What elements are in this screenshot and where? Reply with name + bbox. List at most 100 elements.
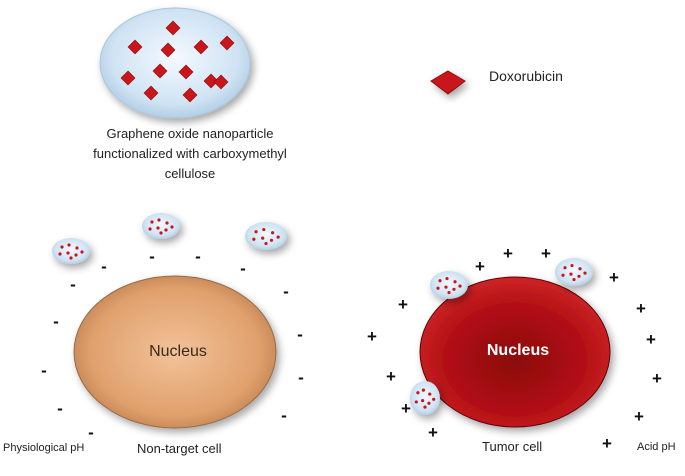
- doxorubicin-dot: [269, 238, 274, 242]
- doxorubicin-dot: [74, 253, 78, 257]
- doxorubicin-molecule: [143, 85, 159, 101]
- doxorubicin-dot: [414, 400, 418, 404]
- doxorubicin-dot: [452, 287, 456, 291]
- doxorubicin-dot: [67, 243, 71, 247]
- physiological-ph-label: Physiological pH: [3, 442, 85, 454]
- small-nanoparticle-body: [430, 271, 468, 299]
- positive-charge: +: [541, 244, 551, 263]
- doxorubicin-dot: [436, 286, 440, 290]
- negative-charge: -: [281, 406, 287, 425]
- doxorubicin-dot: [156, 226, 160, 230]
- small-nanoparticles: [52, 213, 593, 415]
- small-nanoparticle: [555, 258, 593, 286]
- positive-charge: +: [634, 407, 644, 426]
- positive-charge: +: [636, 299, 646, 318]
- legend: [430, 70, 466, 95]
- positive-charge: +: [609, 268, 619, 287]
- small-nanoparticle-body: [142, 213, 180, 239]
- doxorubicin-molecule: [182, 87, 198, 103]
- doxorubicin-dot: [148, 227, 152, 231]
- doxorubicin-dot: [444, 285, 448, 289]
- non-target-nucleus-label: Nucleus: [149, 343, 207, 360]
- tumor-nucleus-label: Nucleus: [486, 342, 550, 359]
- doxorubicin-dot: [276, 235, 280, 239]
- non-target-cell-label: Non-target cell: [137, 441, 222, 456]
- small-nanoparticle-body: [555, 258, 593, 286]
- doxorubicin-dot: [66, 251, 70, 255]
- positive-charge: +: [367, 327, 377, 346]
- doxorubicin-dot: [75, 246, 79, 250]
- doxorubicin-dot: [428, 392, 432, 396]
- positive-charge: +: [503, 244, 513, 263]
- doxorubicin-dot: [583, 271, 587, 275]
- positive-charge: +: [428, 423, 438, 442]
- small-nanoparticle: [245, 222, 287, 250]
- doxorubicin-dot: [432, 397, 436, 401]
- tumor-cell: [419, 276, 611, 428]
- positive-charge: +: [646, 330, 656, 349]
- doxorubicin-molecule: [213, 74, 229, 90]
- doxorubicin-molecule: [219, 35, 235, 51]
- small-nanoparticle: [142, 213, 180, 239]
- doxorubicin-dot: [453, 280, 457, 284]
- doxorubicin-legend-icon: [430, 70, 466, 95]
- doxorubicin-molecule: [203, 73, 219, 89]
- nanoparticle-caption-line-1: Graphene oxide nanoparticle: [106, 126, 274, 141]
- acid-ph-label: Acid pH: [637, 441, 676, 453]
- doxorubicin-dot: [252, 237, 256, 241]
- positive-charge: +: [401, 399, 411, 418]
- doxorubicin-dot: [572, 277, 576, 282]
- negative-charge: -: [88, 423, 94, 442]
- negative-charge: -: [297, 325, 303, 344]
- doxorubicin-dot: [423, 405, 427, 409]
- negative-charge: -: [240, 259, 246, 278]
- doxorubicin-dot: [80, 250, 84, 254]
- small-nanoparticle-body: [245, 222, 287, 250]
- doxorubicin-dot: [416, 391, 420, 395]
- nanoparticle-caption-line-2: functionalized with carboxymethyl: [93, 146, 287, 161]
- negative-charge: -: [298, 368, 304, 387]
- doxorubicin-dot: [170, 225, 174, 229]
- doxorubicin-molecule: [120, 70, 136, 86]
- nanoparticle-caption: Graphene oxide nanoparticle functionaliz…: [40, 124, 340, 184]
- negative-charge: -: [149, 247, 155, 266]
- doxorubicin-dot: [254, 230, 258, 234]
- doxorubicin-dot: [569, 272, 573, 276]
- doxorubicin-dot: [262, 227, 266, 232]
- negative-charge: -: [41, 361, 47, 380]
- negative-charge: -: [57, 399, 63, 418]
- doxorubicin-dot: [69, 256, 73, 260]
- small-nanoparticle-body: [52, 238, 90, 264]
- small-nanoparticle: [430, 271, 468, 299]
- doxorubicin-dot: [445, 276, 449, 281]
- nanoparticle-drug-group: [120, 20, 235, 103]
- doxorubicin-dot: [150, 220, 154, 224]
- doxorubicin-dot: [438, 279, 442, 283]
- doxorubicin-dot: [577, 274, 581, 278]
- doxorubicin-molecule: [127, 39, 143, 55]
- negative-charge: -: [70, 275, 76, 294]
- small-nanoparticle: [52, 238, 90, 264]
- tumor-cell-label: Tumor cell: [482, 439, 543, 454]
- doxorubicin-dot: [578, 267, 582, 271]
- nanoparticle-caption-line-3: cellulose: [164, 166, 216, 181]
- doxorubicin-dot: [261, 236, 265, 240]
- small-nanoparticle-body: [410, 381, 440, 415]
- nanoparticle-body: [99, 7, 251, 119]
- doxorubicin-dot: [421, 399, 425, 403]
- doxorubicin-dot: [271, 231, 275, 235]
- doxorubicin-dot: [421, 388, 426, 392]
- non-target-nucleus: [73, 275, 277, 429]
- positive-charge: +: [386, 367, 396, 386]
- positive-charge: +: [475, 257, 485, 276]
- doxorubicin-dot: [563, 266, 567, 270]
- doxorubicin-dot: [264, 241, 268, 246]
- doxorubicin-dot: [427, 401, 431, 405]
- tumor-nucleus: [419, 276, 611, 428]
- doxorubicin-molecule: [160, 42, 176, 58]
- doxorubicin-dot: [165, 221, 169, 225]
- doxorubicin-dot: [458, 284, 462, 288]
- doxorubicin-dot: [561, 273, 565, 277]
- non-target-cell: [73, 275, 277, 429]
- doxorubicin-dot: [164, 228, 168, 232]
